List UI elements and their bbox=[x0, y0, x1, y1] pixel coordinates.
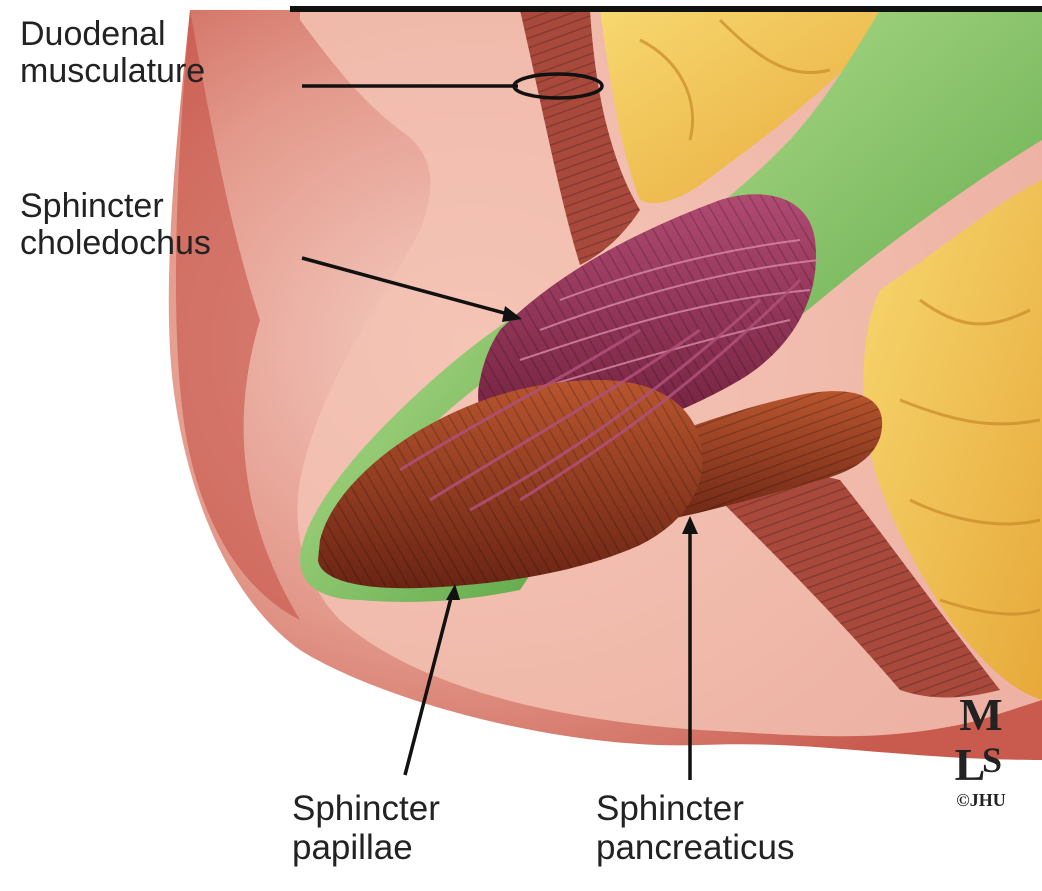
svg-text:S: S bbox=[982, 740, 1002, 780]
label-line: papillae bbox=[292, 829, 440, 868]
top-border bbox=[290, 6, 1042, 12]
svg-text:L: L bbox=[955, 739, 986, 788]
label-line: choledochus bbox=[20, 225, 211, 262]
svg-text:M: M bbox=[959, 689, 1002, 740]
label-line: Duodenal bbox=[20, 16, 205, 53]
label-sphincter-papillae: Sphincter papillae bbox=[292, 790, 440, 867]
label-sphincter-pancreaticus: Sphincter pancreaticus bbox=[596, 790, 794, 867]
label-line: Sphincter bbox=[292, 790, 440, 829]
label-sphincter-choledochus: Sphincter choledochus bbox=[20, 188, 211, 263]
label-line: musculature bbox=[20, 53, 205, 90]
label-duodenal-musculature: Duodenal musculature bbox=[20, 16, 205, 91]
mls-monogram-logo: M L S bbox=[946, 688, 1016, 788]
label-line: Sphincter bbox=[20, 188, 211, 225]
copyright-text: ©JHU bbox=[936, 790, 1026, 811]
label-line: pancreaticus bbox=[596, 829, 794, 868]
label-line: Sphincter bbox=[596, 790, 794, 829]
